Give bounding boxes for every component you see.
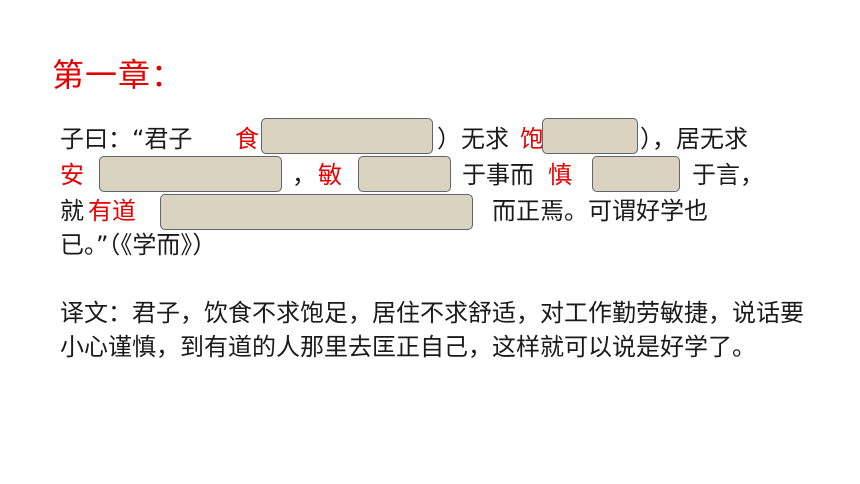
quote-word-min: 敏 <box>318 161 342 189</box>
answer-blank-2[interactable] <box>542 118 638 154</box>
quote-word-shi: 食 <box>235 125 259 153</box>
translation-paragraph: 译文：君子，饮食不求饱足，居住不求舒适，对工作勤劳敏捷，说话要小心谨慎，到有道的… <box>60 299 804 361</box>
answer-blank-4[interactable] <box>358 156 451 192</box>
quote-line1-start: 子曰：“君子 <box>60 125 193 153</box>
quote-word-shen: 慎 <box>548 161 572 189</box>
quote-line3-start: 就 <box>60 197 84 225</box>
answer-blank-5[interactable] <box>592 156 680 192</box>
quote-word-bao: 饱 <box>520 125 544 153</box>
quote-line4: 已。”（《学而》） <box>60 231 217 259</box>
quote-line3-end: 而正焉。可谓好学也 <box>492 197 708 225</box>
quote-line2-end: 于言， <box>692 161 764 189</box>
quote-line1-mid: ）无求 <box>437 125 509 153</box>
chapter-title: 第一章： <box>52 56 185 94</box>
quote-line2-mid: 于事而 <box>462 161 534 189</box>
answer-blank-1[interactable] <box>261 118 433 154</box>
quote-word-an: 安 <box>60 161 84 189</box>
quote-line2-comma: ， <box>292 161 316 189</box>
quote-word-youdao: 有道 <box>88 197 136 225</box>
answer-blank-3[interactable] <box>99 156 282 192</box>
answer-blank-6[interactable] <box>160 194 473 230</box>
quote-line1-end: ），居无求 <box>640 125 748 153</box>
